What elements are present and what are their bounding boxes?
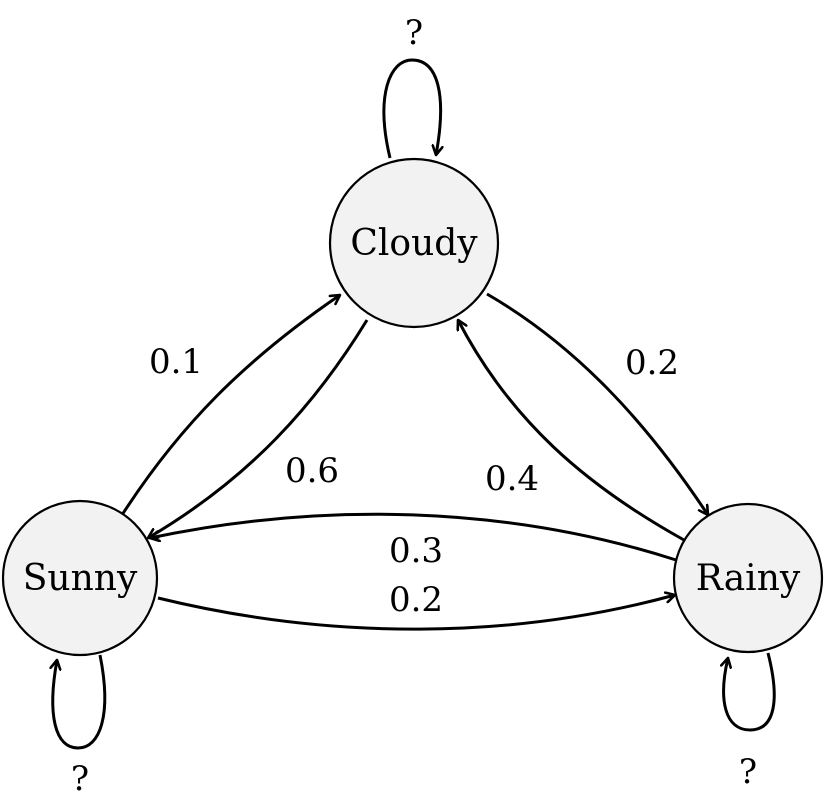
edge-label-rainy-to-cloudy: 0.4 bbox=[485, 459, 539, 499]
edge-label-cloudy-self: ? bbox=[405, 13, 423, 53]
node-cloudy: Cloudy bbox=[328, 157, 500, 329]
edge-sunny-to-rainy bbox=[157, 595, 675, 631]
edge-rainy-to-cloudy bbox=[458, 320, 685, 542]
node-cloudy-label: Cloudy bbox=[350, 223, 478, 264]
edge-sunny-self bbox=[53, 654, 107, 750]
edge-label-cloudy-to-sunny: 0.6 bbox=[285, 451, 339, 491]
edge-sunny-to-cloudy bbox=[120, 295, 340, 516]
edge-cloudy-to-sunny bbox=[148, 319, 369, 538]
edge-label-rainy-to-sunny: 0.3 bbox=[389, 531, 443, 571]
node-rainy: Rainy bbox=[672, 502, 824, 654]
node-rainy-label: Rainy bbox=[696, 558, 801, 599]
edge-label-cloudy-to-rainy: 0.2 bbox=[625, 343, 679, 383]
edge-rainy-to-sunny bbox=[150, 512, 677, 562]
edge-label-rainy-self: ? bbox=[739, 752, 757, 792]
edge-rainy-self bbox=[724, 652, 776, 732]
edge-label-sunny-to-cloudy: 0.1 bbox=[149, 342, 203, 382]
node-sunny-label: Sunny bbox=[23, 558, 138, 599]
edge-label-sunny-self: ? bbox=[71, 759, 89, 799]
edge-cloudy-to-rainy bbox=[486, 292, 708, 515]
node-cloudy-circle bbox=[328, 157, 500, 329]
edge-labels: ? ? ? 0.1 0.6 0.2 0.4 0.3 0.2 bbox=[71, 13, 757, 799]
node-rainy-circle bbox=[672, 502, 824, 654]
node-sunny-circle bbox=[1, 499, 159, 657]
edge-label-sunny-to-rainy: 0.2 bbox=[389, 580, 443, 620]
edges bbox=[53, 58, 776, 750]
edge-cloudy-self bbox=[382, 58, 441, 159]
node-sunny: Sunny bbox=[1, 499, 159, 657]
